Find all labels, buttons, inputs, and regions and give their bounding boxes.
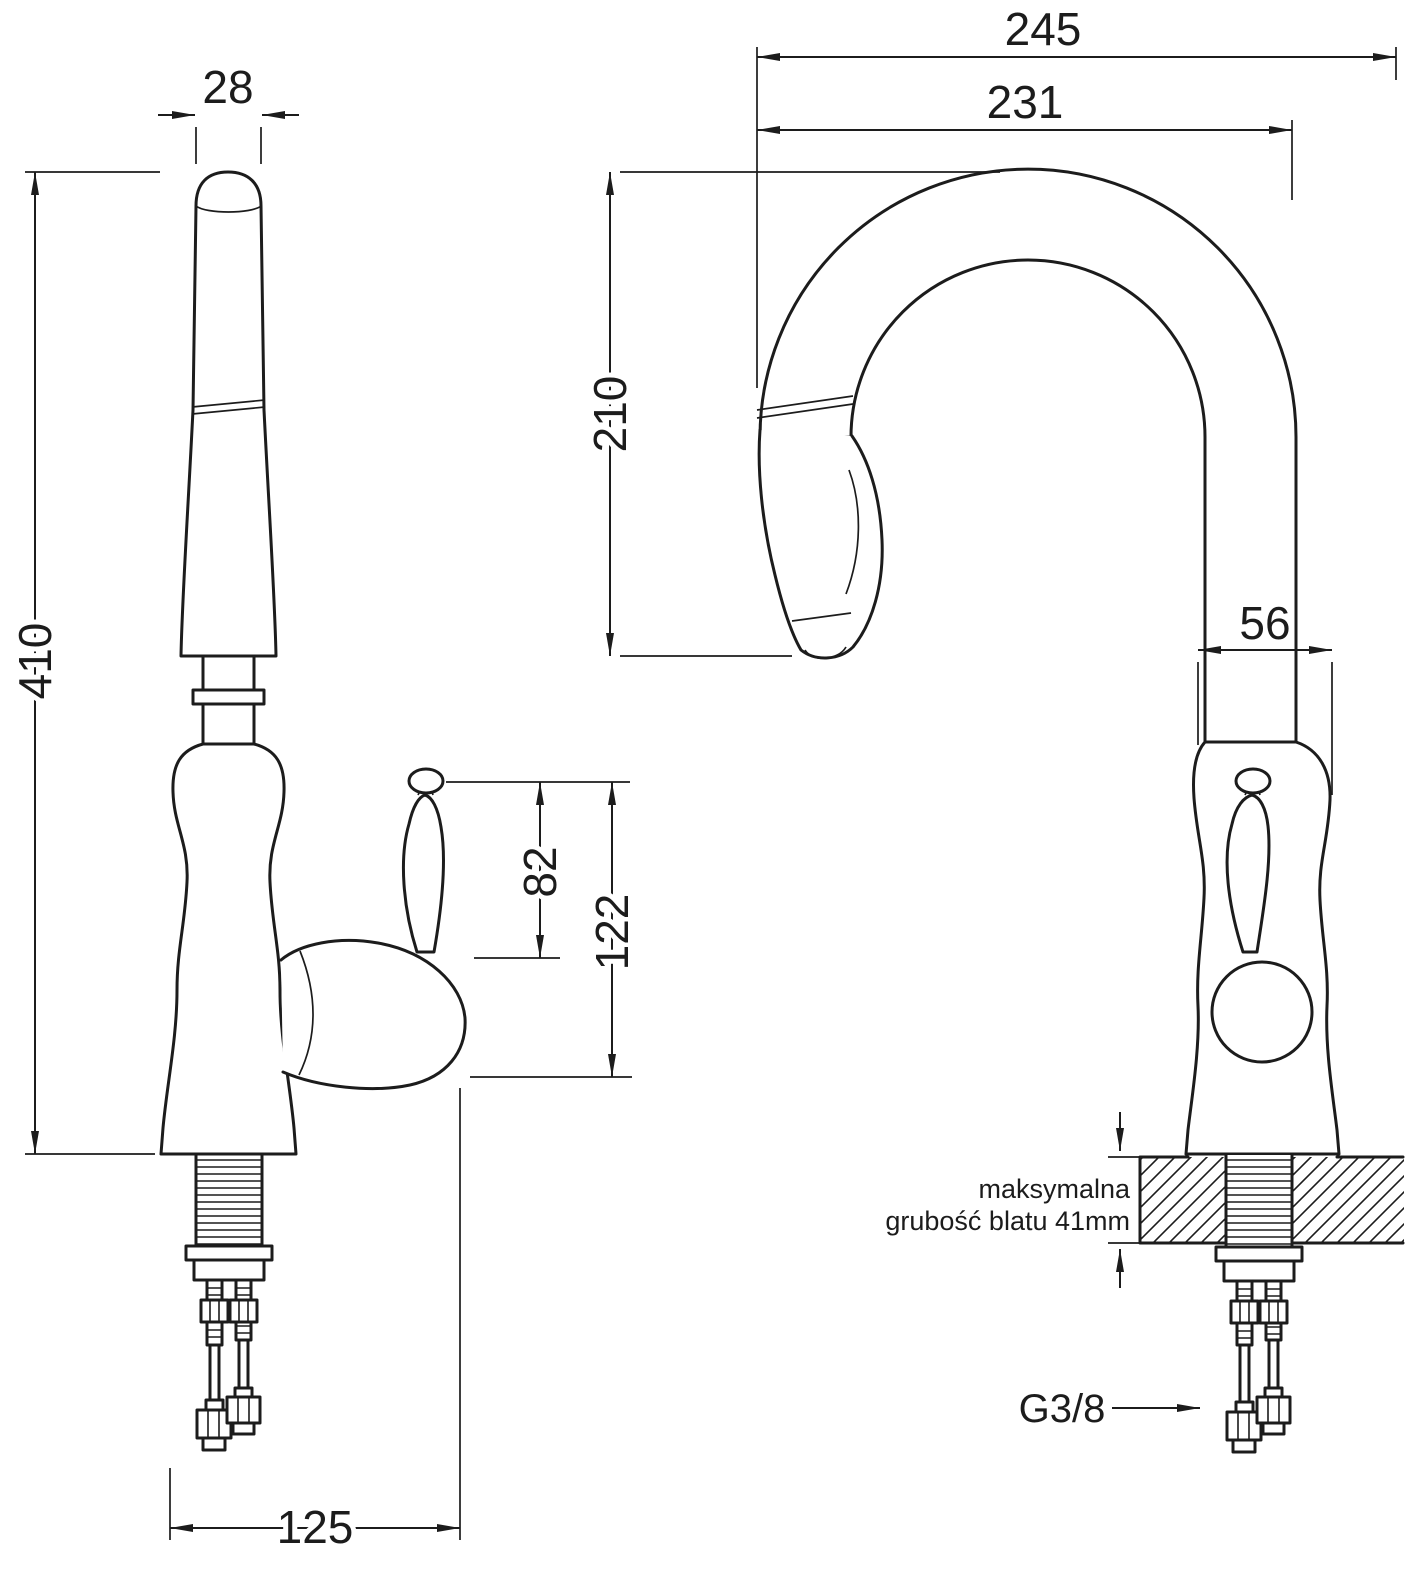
front-lever-finial (407, 767, 445, 795)
front-hose-hex-right (225, 1395, 262, 1425)
front-hose-hex-left-facets (207, 1410, 220, 1438)
side-handle-pivot (1210, 960, 1314, 1064)
front-neck-flange (191, 688, 266, 706)
dim-245-label: 245 (1005, 3, 1082, 55)
front-rod-left (208, 1343, 221, 1402)
dimension-122: 122 (470, 782, 643, 1078)
front-handle-lever (402, 793, 445, 954)
front-handle-mount-collar (298, 950, 314, 1076)
g38-label: G3/8 (1019, 1387, 1106, 1431)
dim-28-extension-lines (195, 127, 262, 164)
side-shank-edges (1224, 1152, 1294, 1249)
dim-245-extension-lines (756, 47, 1397, 388)
countertop-hatch-right (1292, 1157, 1404, 1243)
dimension-245: 245 (756, 3, 1397, 388)
dim-28-label: 28 (202, 61, 253, 113)
dim-231-label: 231 (987, 76, 1064, 128)
dimension-82: 82 (446, 781, 630, 959)
side-spray-seam (756, 395, 854, 419)
dim-210-label: 210 (584, 376, 636, 453)
side-nut-left-facets (1239, 1301, 1250, 1323)
front-spout (179, 170, 278, 658)
side-bracket (1222, 1259, 1296, 1283)
side-shank-threads (1226, 1159, 1292, 1245)
side-lever-finial (1234, 767, 1272, 795)
side-nut-right (1258, 1299, 1289, 1325)
front-body (159, 742, 298, 1156)
front-nut-left (199, 1298, 230, 1324)
front-view-drawing (159, 170, 467, 1452)
front-stud-right-threads (236, 1287, 251, 1334)
dimension-28: 28 (158, 61, 299, 164)
side-stud-left-threads (1237, 1288, 1252, 1339)
dim-122-label: 122 (586, 894, 638, 971)
side-washer (1214, 1245, 1304, 1263)
dimension-210: 210 (579, 171, 1000, 657)
side-spray-head (757, 428, 884, 660)
side-hose-cap-right (1261, 1421, 1286, 1436)
front-nut-right (228, 1298, 259, 1324)
dim-82-label: 82 (514, 846, 566, 897)
dim-125-label: 125 (277, 1501, 354, 1553)
side-view-drawing (756, 167, 1405, 1454)
side-handle-lever (1225, 793, 1271, 954)
front-hose-cap-right (231, 1421, 256, 1436)
connection-thread-label: G3/8 (1019, 1387, 1200, 1431)
front-hose-cap-left (201, 1436, 227, 1452)
front-neck-upper (201, 654, 256, 692)
side-hose-hex-left (1225, 1410, 1263, 1442)
dim-56-extension-lines (1197, 662, 1333, 795)
countertop-thickness-note: maksymalna grubość blatu 41mm (885, 1112, 1140, 1288)
front-shank-threads (196, 1159, 262, 1245)
dimension-125: 125 (169, 1088, 461, 1558)
front-rod-right (237, 1338, 250, 1390)
side-hose-hex-right-facets (1267, 1397, 1280, 1423)
side-hose-hex-left-facets (1237, 1412, 1250, 1440)
side-spray-nozzle-line (791, 612, 852, 622)
front-spout-seam (191, 399, 266, 415)
counter-note-line1: maksymalna (978, 1174, 1131, 1204)
side-nut-left (1229, 1299, 1260, 1325)
side-body (1184, 740, 1341, 1156)
counter-note-line2: grubość blatu 41mm (885, 1206, 1130, 1236)
side-shank-fill (1227, 1155, 1291, 1246)
countertop-hatch-left (1140, 1157, 1226, 1243)
side-nut-right-facets (1268, 1301, 1279, 1323)
dim-56-label: 56 (1239, 597, 1290, 649)
side-gooseneck (758, 167, 1298, 744)
dimension-56: 56 (1197, 592, 1333, 795)
front-bracket (192, 1258, 266, 1282)
dim-410-label: 410 (9, 623, 61, 700)
front-washer (184, 1244, 274, 1262)
front-stud-left-threads (207, 1287, 222, 1338)
dimension-231: 231 (757, 76, 1293, 200)
side-hose-cap-left (1231, 1438, 1257, 1454)
side-spray-aerator (804, 646, 847, 660)
countertop-section (1138, 1155, 1405, 1245)
dimension-410: 410 (4, 171, 160, 1155)
side-hose-hex-right (1255, 1395, 1292, 1425)
side-stud-right-threads (1266, 1288, 1281, 1335)
front-handle-mount (279, 938, 467, 1091)
front-nut-right-facets (238, 1300, 249, 1322)
front-spout-cap-line (195, 205, 262, 213)
front-nut-left-facets (209, 1300, 220, 1322)
dim-410-extension-lines (25, 171, 160, 1155)
front-neck-lower (201, 702, 256, 746)
side-rod-left (1238, 1343, 1251, 1404)
counter-note-extension-lines (1108, 1156, 1140, 1244)
countertop-edges (1138, 1155, 1405, 1245)
front-hose-hex-right-facets (237, 1397, 250, 1423)
side-spray-grip-line (845, 469, 860, 595)
dim-210-extension-lines (620, 171, 1000, 657)
side-rod-right (1267, 1338, 1280, 1390)
